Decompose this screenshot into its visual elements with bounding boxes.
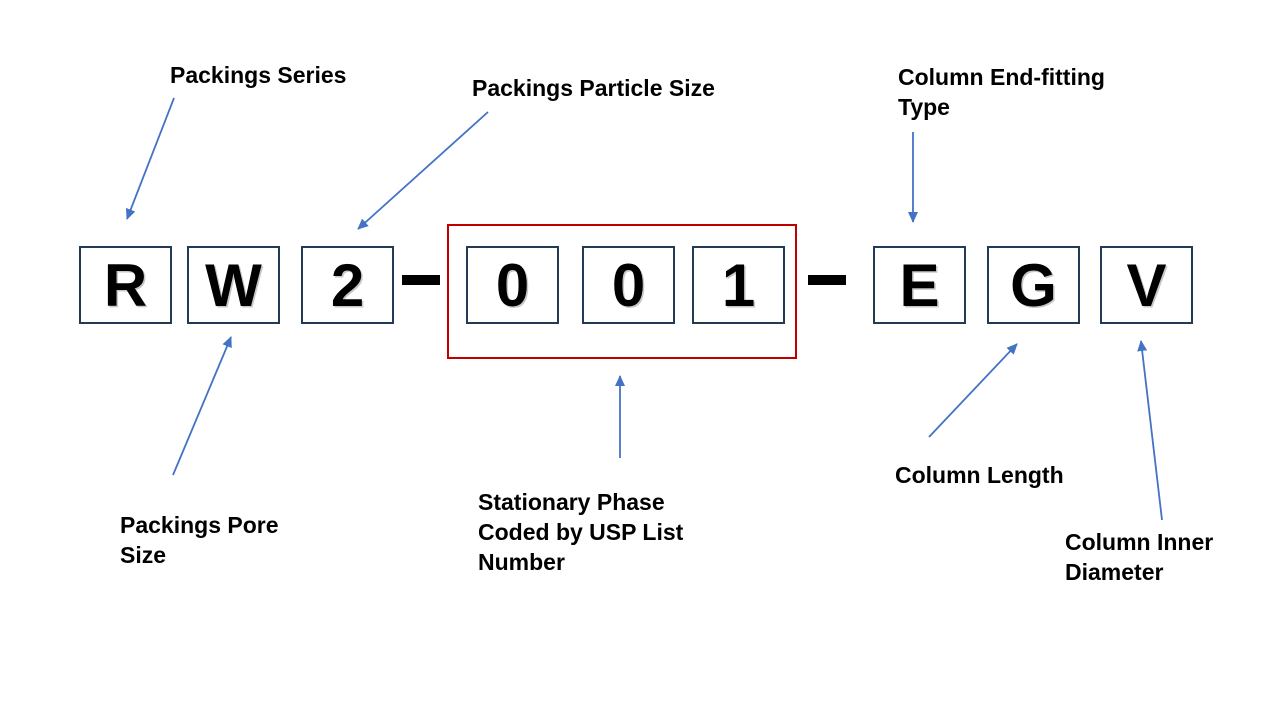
label-line: Coded by USP List bbox=[478, 518, 684, 545]
label-line: Column Length bbox=[895, 462, 1064, 488]
label-column-inner-diameter: Column Inner Diameter bbox=[1065, 528, 1213, 588]
label-line: Packings Pore bbox=[120, 512, 279, 538]
label-column-length: Column Length bbox=[895, 461, 1064, 491]
code-box-inner-diameter: V bbox=[1100, 246, 1193, 324]
label-packings-series: Packings Series bbox=[170, 61, 346, 91]
label-line: Diameter bbox=[1065, 558, 1164, 585]
separator-dash-2 bbox=[808, 275, 846, 285]
code-box-usp-digit-1: 0 bbox=[466, 246, 559, 324]
label-line: Number bbox=[478, 548, 565, 575]
arrow-packings-pore-size bbox=[172, 336, 232, 476]
arrow-column-length bbox=[928, 343, 1018, 438]
label-stationary-phase: Stationary Phase Coded by USP List Numbe… bbox=[478, 488, 683, 578]
arrow-packings-series bbox=[125, 97, 175, 220]
label-line: Column Inner bbox=[1065, 529, 1214, 555]
code-box-packings-series: R bbox=[79, 246, 172, 324]
label-line: Type bbox=[898, 93, 950, 120]
code-box-column-length: G bbox=[987, 246, 1080, 324]
code-box-end-fitting: E bbox=[873, 246, 966, 324]
label-packings-particle-size: Packings Particle Size bbox=[472, 74, 715, 104]
label-line: Packings Particle Size bbox=[472, 75, 715, 101]
label-line: Packings Series bbox=[170, 62, 347, 88]
label-line: Column End-fitting bbox=[898, 64, 1105, 90]
label-column-end-fitting-type: Column End-fitting Type bbox=[898, 63, 1105, 123]
code-box-usp-digit-3: 1 bbox=[692, 246, 785, 324]
label-line: Size bbox=[120, 541, 167, 568]
code-box-packings-pore-size: W bbox=[187, 246, 280, 324]
arrow-column-inner-diameter bbox=[1137, 340, 1163, 521]
label-packings-pore-size: Packings Pore Size bbox=[120, 511, 279, 571]
code-box-usp-digit-2: 0 bbox=[582, 246, 675, 324]
code-box-packings-particle-size: 2 bbox=[301, 246, 394, 324]
label-line: Stationary Phase bbox=[478, 489, 665, 515]
usp-highlight-box bbox=[447, 224, 797, 359]
separator-dash-1 bbox=[402, 275, 440, 285]
arrow-packings-particle-size bbox=[357, 111, 489, 230]
